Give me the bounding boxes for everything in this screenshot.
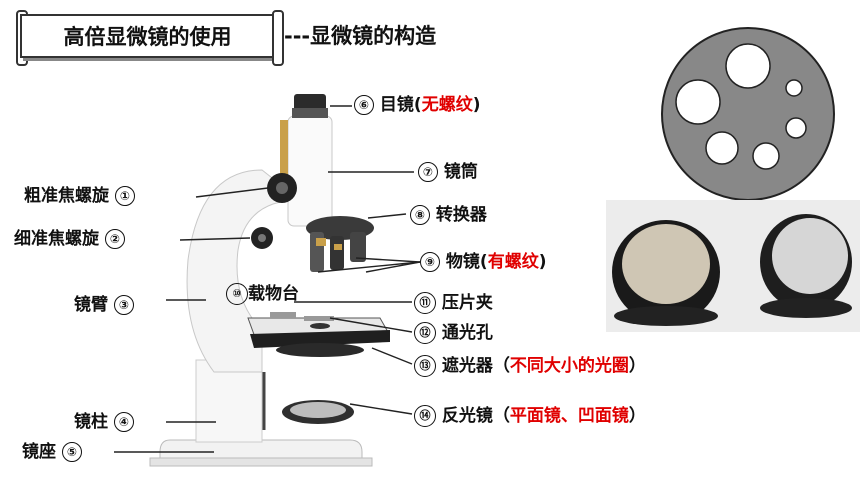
- label-pillar: 镜柱 ④: [74, 412, 134, 432]
- label-nosepiece: ⑧ 转换器: [410, 205, 487, 225]
- label-coarse-knob: 粗准焦螺旋 ①: [24, 186, 135, 206]
- page-subtitle: ---显微镜的构造: [284, 24, 437, 48]
- mirror-photo-icon: [612, 214, 852, 326]
- label-objective: ⑨ 物镜(有螺纹): [420, 252, 546, 272]
- label-base: 镜座 ⑤: [22, 442, 82, 462]
- label-mirror: ⑭ 反光镜（平面镜、凹面镜）: [414, 405, 646, 427]
- label-arm: 镜臂 ③: [74, 295, 134, 315]
- num-circle: ⑤: [61, 442, 82, 462]
- num-circle: ⑦: [418, 162, 438, 182]
- diaphragm-plate-icon: [661, 27, 835, 201]
- body-tube: [287, 115, 333, 227]
- microscope-arm: [186, 169, 302, 373]
- num-circle: ⑩: [226, 283, 248, 305]
- num-circle: ⑬: [414, 355, 436, 377]
- num-circle: ④: [113, 412, 134, 432]
- num-circle: ⑪: [414, 292, 436, 314]
- num-circle: ⑧: [410, 205, 430, 225]
- label-stage-clip: ⑪ 压片夹: [414, 292, 493, 314]
- label-eyepiece: ⑥ 目镜(无螺纹): [354, 95, 480, 115]
- label-body-tube: ⑦ 镜筒: [418, 162, 478, 182]
- num-circle: ⑨: [420, 252, 440, 272]
- diaphragm: [276, 343, 364, 357]
- num-circle: ①: [114, 186, 135, 206]
- num-circle: ③: [113, 295, 134, 315]
- num-circle: ⑫: [414, 322, 436, 344]
- label-fine-knob: 细准焦螺旋 ②: [14, 229, 125, 249]
- title-scroll-right: [272, 10, 284, 66]
- num-circle: ⑥: [354, 95, 374, 115]
- label-diaphragm: ⑬ 遮光器（不同大小的光圈）: [414, 355, 646, 377]
- num-circle: ②: [104, 229, 125, 249]
- page-title: 高倍显微镜的使用: [20, 14, 276, 58]
- num-circle: ⑭: [414, 405, 436, 427]
- label-light-hole: ⑫ 通光孔: [414, 322, 493, 344]
